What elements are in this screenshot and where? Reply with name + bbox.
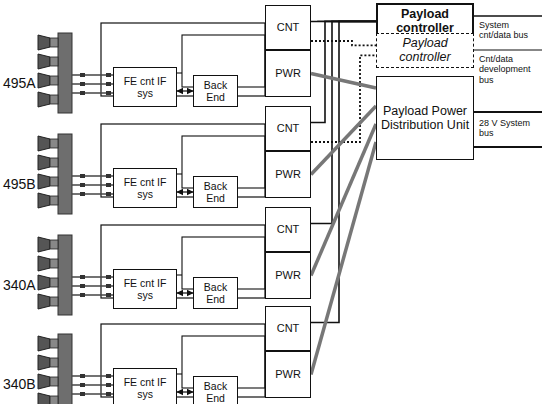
connector	[311, 74, 376, 89]
box-text: PWR	[275, 269, 301, 282]
power-box: PWR	[265, 351, 311, 398]
control-box: CNT	[265, 207, 311, 252]
box-text: Back End	[197, 281, 234, 305]
channel-label: 495A	[3, 75, 36, 91]
connector	[177, 292, 193, 293]
bus-label: System cnt/data bus	[479, 20, 541, 41]
power-distribution-box: Payload Power Distribution Unit	[376, 76, 474, 160]
power-box: PWR	[265, 252, 311, 299]
back-end-box: Back End	[193, 176, 238, 208]
connector	[177, 191, 193, 192]
connector	[311, 21, 376, 122]
box-text: Payload controller	[380, 36, 470, 65]
control-box: CNT	[265, 106, 311, 151]
power-box: PWR	[265, 50, 311, 97]
control-box: CNT	[265, 5, 311, 50]
front-end-box: FE cnt IF sys	[113, 368, 177, 404]
bus-label: 28 V System bus	[479, 118, 541, 139]
box-text: Payload Power Distribution Unit	[380, 104, 470, 133]
controller-box-spare: Payload controller	[376, 33, 474, 68]
control-box: CNT	[265, 306, 311, 351]
back-end-box: Back End	[193, 75, 238, 107]
front-end-box: FE cnt IF sys	[113, 67, 177, 107]
box-text: CNT	[277, 322, 300, 335]
box-text: CNT	[277, 223, 300, 236]
box-text: Back End	[197, 79, 234, 103]
box-text: PWR	[275, 67, 301, 80]
front-end-box: FE cnt IF sys	[113, 269, 177, 309]
front-end-box: FE cnt IF sys	[113, 168, 177, 208]
connector	[311, 106, 376, 175]
back-end-box: Back End	[193, 376, 238, 404]
box-text: Back End	[197, 180, 234, 204]
power-box: PWR	[265, 151, 311, 198]
channel-label: 495B	[3, 176, 36, 192]
connector	[311, 55, 376, 142]
connector	[177, 90, 193, 91]
box-text: FE cnt IF sys	[117, 75, 173, 99]
box-text: CNT	[277, 21, 300, 34]
connector	[311, 142, 376, 375]
bus-label: Cnt/data development bus	[479, 54, 543, 85]
box-text: FE cnt IF sys	[117, 176, 173, 200]
connector	[311, 21, 376, 223]
box-text: PWR	[275, 168, 301, 181]
back-end-box: Back End	[193, 277, 238, 309]
connector	[177, 391, 193, 392]
channel-label: 340A	[3, 277, 36, 293]
box-text: Back End	[197, 380, 234, 404]
box-text: FE cnt IF sys	[117, 376, 173, 400]
box-text: Payload controller	[381, 7, 469, 36]
connector	[311, 41, 376, 45]
box-text: FE cnt IF sys	[117, 277, 173, 301]
box-text: CNT	[277, 122, 300, 135]
box-text: PWR	[275, 368, 301, 381]
channel-label: 340B	[3, 376, 36, 392]
